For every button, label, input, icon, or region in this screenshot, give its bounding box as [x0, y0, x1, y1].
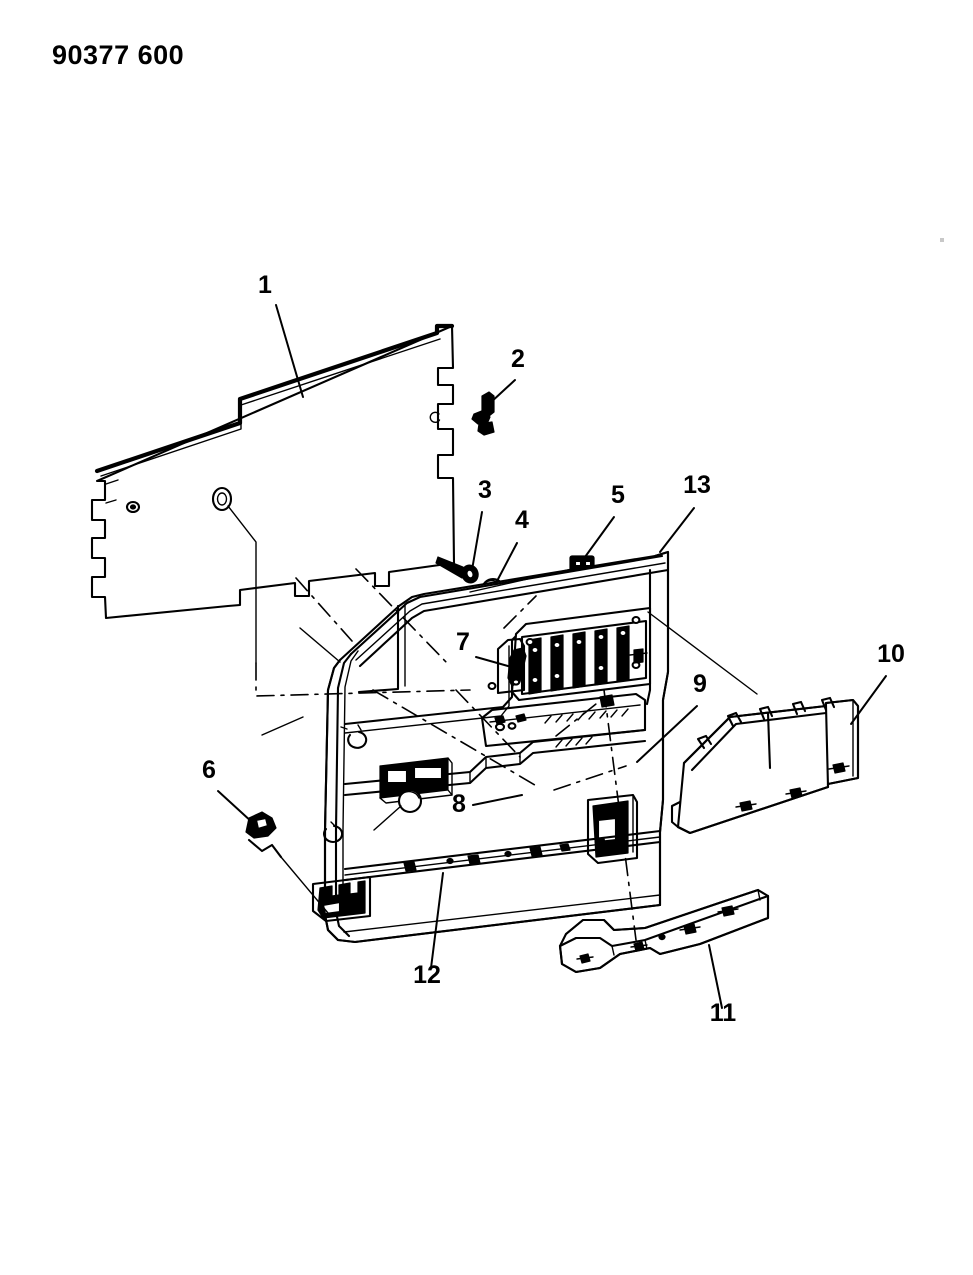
- callout-6: 6: [202, 756, 254, 824]
- callout-number-10: 10: [877, 640, 905, 668]
- part-1-door-watershield: [90, 323, 456, 664]
- callout-number-8: 8: [452, 790, 466, 818]
- callout-leader-4: [495, 542, 518, 584]
- callout-leader-1: [275, 304, 304, 398]
- callout-leader-8: [472, 794, 523, 806]
- diagram-code-label: 90377 600: [52, 40, 185, 70]
- callout-number-9: 9: [693, 670, 707, 698]
- callout-5: 5: [584, 481, 625, 558]
- inside-door-handle-recess: [487, 637, 535, 695]
- callout-leader-13: [659, 507, 695, 553]
- callout-number-2: 2: [511, 345, 525, 373]
- callout-leader-5: [584, 516, 615, 558]
- lower-left-vent: [311, 875, 372, 923]
- callout-leader-11: [708, 944, 723, 1009]
- callout-leader-3: [471, 511, 483, 571]
- callout-10: 10: [850, 640, 905, 725]
- callout-4: 4: [495, 506, 529, 584]
- callout-number-1: 1: [258, 271, 272, 299]
- callout-leader-10: [850, 675, 887, 725]
- callout-13: 13: [659, 471, 711, 553]
- armrest-ledge: [343, 692, 647, 797]
- part-2-handle-clip: [471, 391, 495, 436]
- callout-leader-6: [217, 790, 254, 824]
- scan-speck: [940, 238, 944, 242]
- callout-number-6: 6: [202, 756, 216, 784]
- part-13-door-trim-panel: [311, 550, 670, 944]
- reference-lines: [261, 565, 758, 914]
- part-11-armrest-pad: [558, 888, 770, 974]
- callout-leader-2: [488, 379, 516, 405]
- callout-number-5: 5: [611, 481, 625, 509]
- callout-leader-12: [430, 872, 444, 969]
- part-6-trim-panel-clip: [245, 811, 283, 859]
- callout-number-13: 13: [683, 471, 711, 499]
- callout-number-11: 11: [710, 999, 737, 1027]
- clip-marks: [323, 724, 368, 843]
- part-10-map-pocket-bin: [670, 696, 860, 835]
- callout-number-7: 7: [456, 628, 470, 656]
- upper-louvre-insert: [510, 606, 652, 702]
- callout-8: 8: [452, 790, 523, 818]
- callout-11: 11: [708, 944, 737, 1027]
- part-12-lower-trim-molding: [343, 829, 662, 882]
- callout-number-12: 12: [413, 961, 441, 989]
- callout-leader-7: [475, 656, 516, 669]
- part-3-trim-screw: [435, 556, 479, 584]
- callout-leader-9: [636, 705, 698, 763]
- callout-1: 1: [258, 271, 304, 398]
- callout-7: 7: [456, 628, 516, 669]
- callout-number-4: 4: [515, 506, 529, 534]
- assembly-alignment-lines: [255, 568, 637, 941]
- callout-12: 12: [413, 872, 444, 989]
- callout-2: 2: [488, 345, 525, 405]
- callout-number-3: 3: [478, 476, 492, 504]
- callout-3: 3: [471, 476, 492, 571]
- callout-9: 9: [636, 670, 707, 763]
